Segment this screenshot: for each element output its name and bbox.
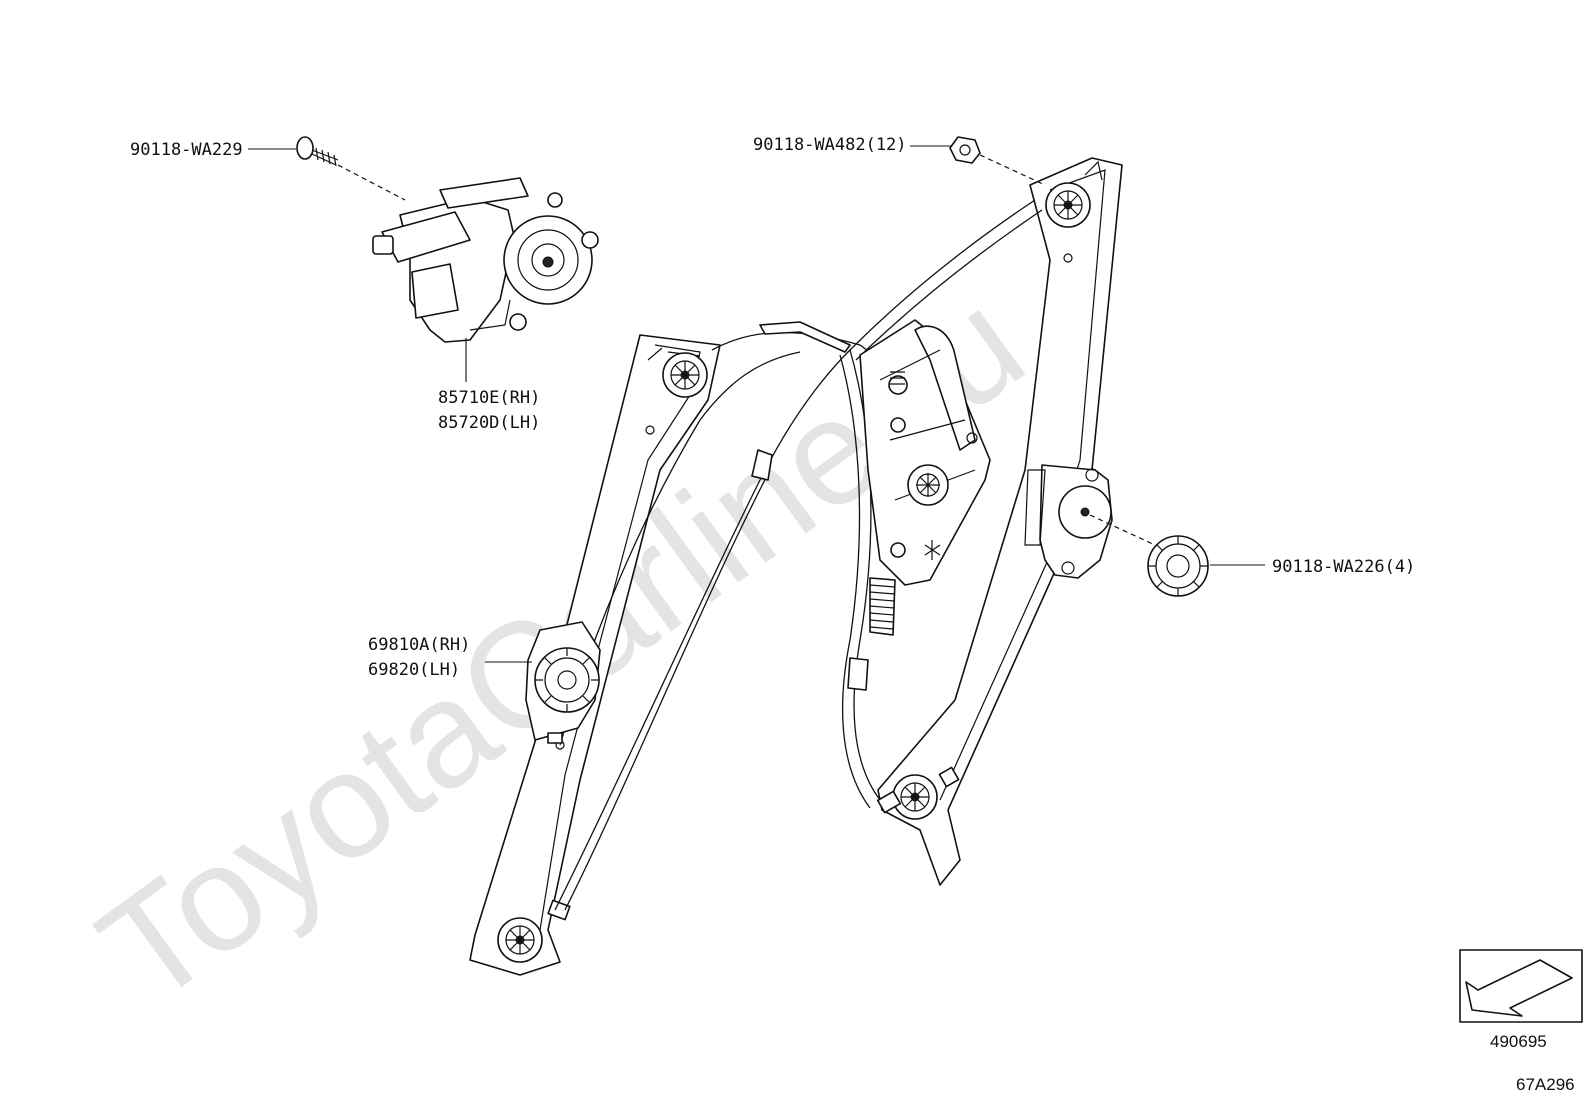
nut-part	[949, 136, 981, 164]
label-motor-lh: 85720D(LH)	[438, 413, 540, 433]
drum-pulley-part	[525, 621, 601, 744]
top-right-pulley	[1045, 182, 1091, 228]
label-pulley-rh: 69810A(RH)	[368, 635, 470, 655]
assembly-lines	[337, 154, 1156, 546]
leader-lines	[248, 145, 1265, 663]
bottom-right-pulley	[876, 766, 960, 820]
regulator-arm-mechanism	[847, 319, 991, 691]
label-clip: 90118-WA226(4)	[1272, 557, 1415, 577]
upper-left-pulley	[662, 352, 708, 398]
right-bracket	[1024, 464, 1113, 579]
orientation-indicator: 490695	[1459, 949, 1583, 1051]
label-motor-rh: 85710E(RH)	[438, 388, 540, 408]
screw-part	[296, 136, 339, 167]
label-nut: 90118-WA482(12)	[753, 135, 907, 155]
right-guide-rail	[877, 157, 1123, 886]
labels: 90118-WA229 90118-WA482(12) 85710E(RH) 8…	[130, 135, 1415, 680]
label-pulley-lh: 69820(LH)	[368, 660, 460, 680]
arrow-icon	[1465, 959, 1573, 1017]
label-screw: 90118-WA229	[130, 140, 243, 160]
illustration-code: 490695	[1490, 1032, 1547, 1051]
bottom-left-pulley	[497, 899, 571, 963]
page-code: 67A296	[1516, 1075, 1575, 1094]
window-motor	[372, 177, 599, 343]
clip-part	[1147, 535, 1209, 597]
